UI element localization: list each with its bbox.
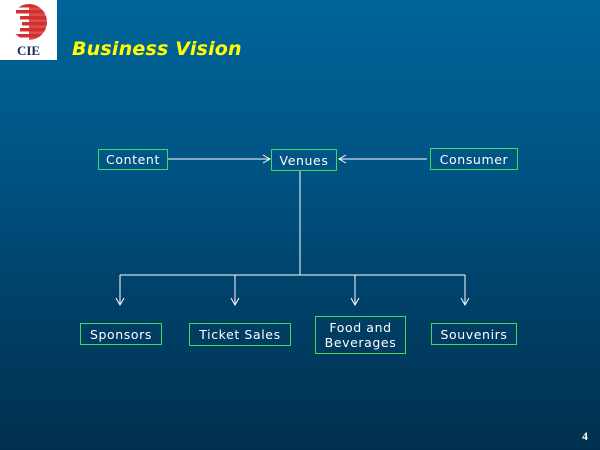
arrowhead-consumer [337,154,347,164]
page-number: 4 [582,429,588,443]
node-sponsors: Sponsors [80,323,162,345]
cie-logo: CIE [0,0,57,60]
node-consumer: Consumer [430,148,518,170]
logo-text: CIE [16,43,41,58]
striped-globe-icon [11,4,47,40]
node-content-label: Content [106,152,160,167]
node-consumer-label: Consumer [439,151,509,167]
node-content: Content [98,149,168,170]
node-food-label-line2: Beverages [324,335,397,350]
node-venues-label: Venues [279,152,329,168]
node-souvenirs-label: Souvenirs [440,326,508,342]
node-food-and-beverages: Food and Beverages [315,316,406,354]
node-ticket-sales-label: Ticket Sales [199,327,281,342]
node-souvenirs: Souvenirs [431,323,517,345]
slide-title: Business Vision [72,38,242,60]
node-venues: Venues [271,149,337,171]
node-ticket-sales: Ticket Sales [189,323,291,346]
node-sponsors-label: Sponsors [89,326,153,342]
node-food-label-line1: Food and [329,320,392,335]
arrowhead-content [262,154,272,164]
